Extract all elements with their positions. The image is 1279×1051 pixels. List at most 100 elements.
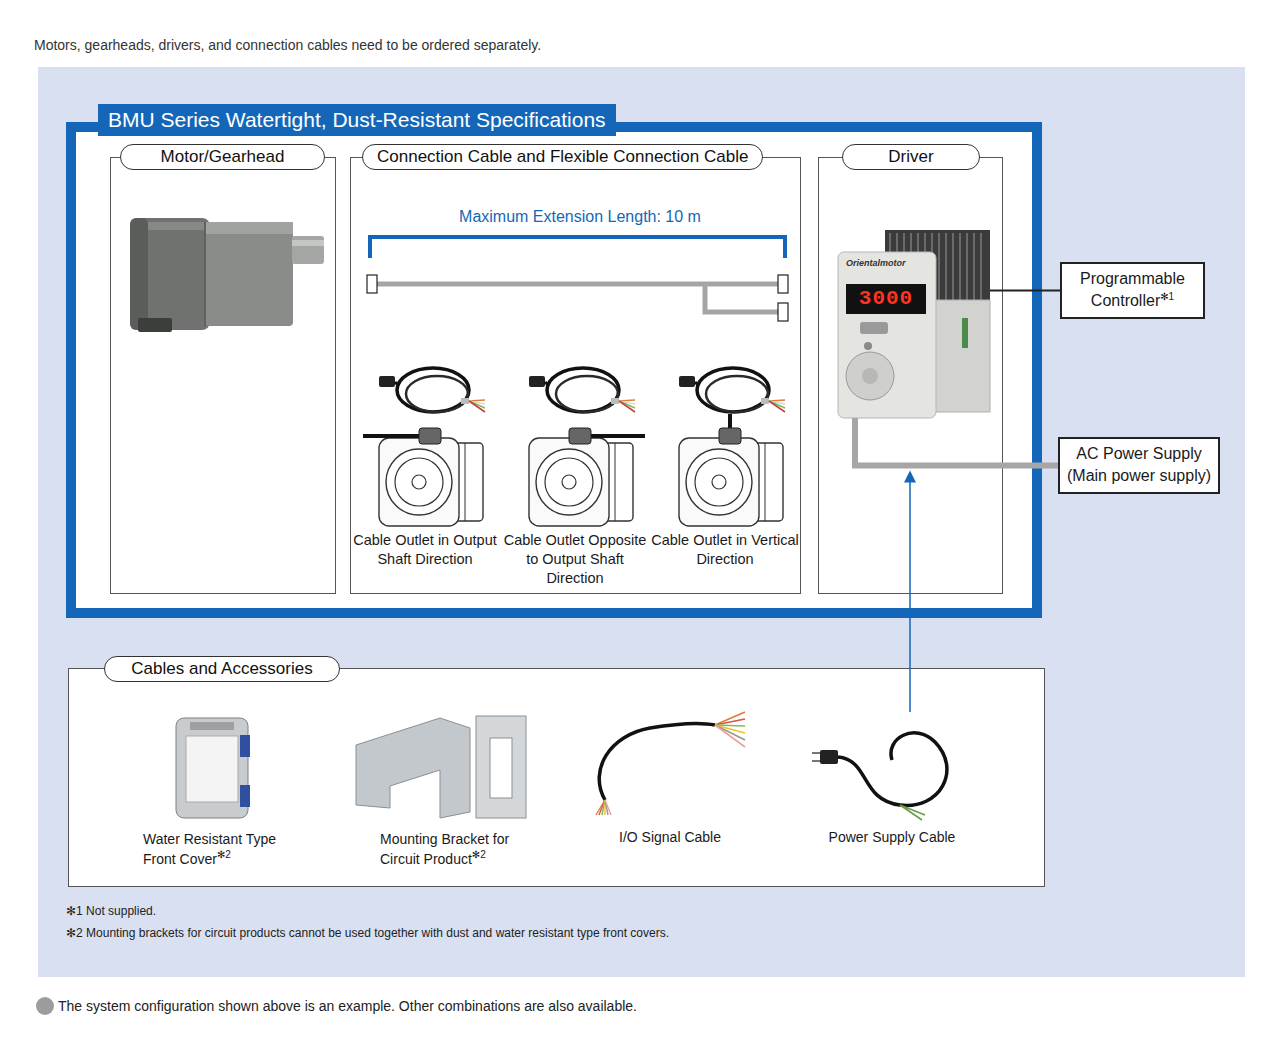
motor-connector [138,318,172,332]
heatsink-fin [980,233,982,338]
node-text: Programmable Controller [1080,270,1185,309]
motor-body-outline [405,443,483,521]
power-connector [1003,463,1058,469]
node-text: Driver [842,144,980,170]
cable-sleeve [611,398,619,404]
cable-plug [529,376,545,387]
node-text: Mounting Bracket for Circuit Product [380,831,509,867]
power-cable [838,733,947,806]
cable-coil [706,376,768,412]
cable-coil [547,368,619,412]
heatsink-fin [938,233,940,338]
cable-connector [367,275,377,293]
motor-body-outline [555,443,633,521]
io-wire [715,725,745,733]
node-text: Cable Outlet in Output Shaft Direction [353,532,496,567]
lead-wire [469,401,485,404]
motor-body-outline [705,443,783,521]
motor-shaft-end [562,475,576,489]
pointer-arrowhead [904,471,916,483]
connectors [855,291,1060,466]
pointer-line [909,480,911,713]
configuration-note: The system configuration shown above is … [58,997,637,1015]
cable-sleeve [461,398,469,404]
mounting-bracket [356,718,470,818]
terminal-block [962,318,968,348]
power-supply-box: AC Power Supply (Main power supply) [1058,437,1220,494]
flange-pilot [545,458,593,506]
outlet-connector [419,428,441,444]
power-cable-pointer [904,471,916,713]
io-cable [599,723,715,800]
plug-prongs [812,753,820,761]
flange-pilot [395,458,443,506]
front-cover-hinge [240,735,250,757]
text-block: Cables and Accessories [104,656,340,682]
output-shaft [292,236,324,264]
lead-wire [469,401,485,408]
lead-wire [469,401,485,412]
front-cover [176,718,248,818]
gearhead-body [205,222,293,326]
cable-connector [778,275,788,293]
lead-wire [619,401,635,412]
motor-gearhead [130,218,324,332]
flange-ring [686,449,752,515]
display-readout: 3000 [846,284,926,314]
series-frame: Motor/GearheadConnection Cable and Flexi… [66,122,1042,618]
cable-coil [397,368,469,412]
motor-flange [679,438,759,526]
background-panel [38,67,1245,977]
text-block: Motor/Gearhead [120,144,325,170]
io-wire [715,725,745,740]
node-text: BMU Series Watertight, Dust-Resistant Sp… [98,104,616,136]
cable-coil [406,376,468,412]
driver-panel: Driver [818,157,1003,594]
driver-switch [860,322,888,334]
text-block: AC Power Supply (Main power supply) [1060,443,1218,487]
heatsink-fin [966,233,968,338]
outlet-cable [363,434,419,438]
flexible-cable-branch [705,284,778,312]
footnote-mark: ✻2 [217,849,231,860]
motor-flange [379,438,459,526]
lead-wire [469,400,485,401]
mounting-plate [476,716,526,818]
driver-front-panel [838,252,936,418]
io-wire [599,800,605,815]
heatsink-fin [931,233,933,338]
driver-wire [855,418,1003,466]
io-wire [715,725,745,726]
order-note: Motors, gearheads, drivers, and connecti… [34,36,541,54]
footnote: ✻1 Not supplied. [66,903,156,919]
node-text: Power Supply Cable [829,829,956,845]
io-wire [604,800,605,815]
cable-coil [697,368,769,412]
gearhead-top-face [205,222,293,234]
cable-outlet-illustration [363,368,485,526]
front-cover-latch [190,722,234,730]
lead-wire [619,401,635,408]
heatsink-fin [973,233,975,338]
cable-panel: Connection Cable and Flexible Connection… [350,157,801,594]
node-text: Cable Outlet Opposite to Output Shaft Di… [504,532,647,586]
lead-wire [619,400,635,401]
speed-dial [846,352,894,400]
node-text: Maximum Extension Length: 10 m [459,208,701,225]
motor-panel: Motor/Gearhead [110,157,336,594]
driver-display [846,284,926,314]
io-wire [715,725,745,747]
io-wire [605,800,611,815]
text-block: Cable Outlet in Vertical Direction [651,531,799,569]
motor-body [130,218,210,330]
io-wire [596,800,605,815]
driver-wire [990,290,1003,292]
node-text: I/O Signal Cable [619,829,721,845]
driver-unit [838,230,990,418]
text-block: Power Supply Cable [817,827,967,847]
flange-ring [386,449,452,515]
shaft-highlight [292,240,324,246]
cable-connector [778,303,788,321]
node-text: Cables and Accessories [104,656,340,682]
cable-outlet-illustration [529,368,645,526]
